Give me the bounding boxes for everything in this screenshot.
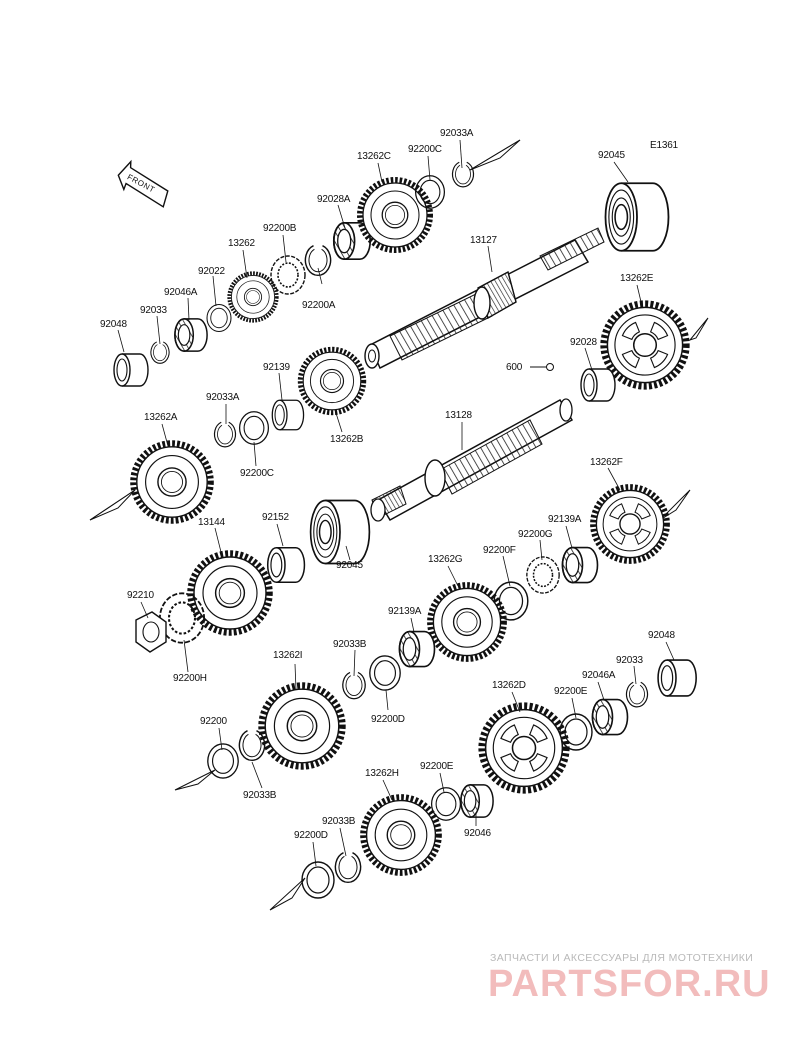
washer-92022 — [206, 303, 232, 333]
gear-13262i — [262, 686, 343, 767]
label-92048-right: 92048 — [648, 630, 675, 641]
gear-13262h — [363, 797, 439, 873]
label-92046a-top: 92046A — [164, 287, 198, 298]
sprocket-13144 — [190, 553, 269, 632]
label-92200h: 92200H — [173, 673, 207, 684]
washer-92200d-bottom — [301, 861, 335, 899]
label-92139: 92139 — [263, 362, 290, 373]
label-92200g: 92200G — [518, 529, 553, 540]
front-arrow-icon — [117, 159, 169, 208]
bushing-92139 — [271, 399, 305, 431]
label-92200f: 92200F — [483, 545, 516, 556]
circlip-92033a-top — [451, 161, 475, 188]
label-13262e: 13262E — [620, 273, 654, 284]
watermark-tagline: ЗАПЧАСТИ И АКСЕССУАРЫ ДЛЯ МОТОТЕХНИКИ — [490, 952, 754, 964]
label-13262a: 13262A — [144, 412, 178, 423]
needle-bearing-92139a-right — [561, 546, 599, 584]
circlip-92033b-low — [238, 729, 266, 762]
nut-92210 — [135, 611, 167, 653]
label-92200d-mid: 92200D — [371, 714, 405, 725]
circlip-92033b-mid — [342, 671, 366, 700]
circlip-92200a — [304, 244, 332, 277]
label-92028: 92028 — [570, 337, 597, 348]
needle-bearing-92046 — [460, 784, 494, 818]
needle-bearing-92139a-mid — [398, 630, 436, 668]
label-92028a: 92028A — [317, 194, 351, 205]
circlip-92033a-mid — [213, 421, 237, 448]
label-92045-top: 92045 — [598, 150, 625, 161]
label-92210: 92210 — [127, 590, 154, 601]
label-13127: 13127 — [470, 235, 497, 246]
spline-washer-92200g — [526, 556, 560, 594]
diagram-code: E1361 — [650, 140, 678, 151]
label-13128: 13128 — [445, 410, 472, 421]
label-92200: 92200 — [200, 716, 227, 727]
washer-92200c-top — [414, 175, 446, 209]
label-13144: 13144 — [198, 517, 225, 528]
label-92200e-mid: 92200E — [554, 686, 588, 697]
label-92045-mid: 92045 — [336, 560, 363, 571]
label-92200c-mid: 92200C — [240, 468, 274, 479]
label-92200c-top: 92200C — [408, 144, 442, 155]
bushing-92028 — [580, 368, 616, 402]
drive-shaft-13128 — [370, 398, 574, 522]
label-13262c: 13262C — [357, 151, 391, 162]
axis-pointer-lines — [89, 139, 709, 911]
washer-92200d-mid — [369, 655, 401, 691]
label-13262i: 13262I — [273, 650, 303, 661]
circlip-92033b-bottom — [334, 851, 362, 884]
gear-13262 — [227, 271, 279, 323]
output-shaft-13127 — [364, 227, 605, 370]
label-92022: 92022 — [198, 266, 225, 277]
gear-13262e — [604, 304, 687, 387]
ball-bearing-92045-mid — [309, 499, 371, 565]
bushing-92048-right — [657, 659, 697, 697]
label-13262h: 13262H — [365, 768, 399, 779]
label-13262d: 13262D — [492, 680, 526, 691]
label-92033a-mid: 92033A — [206, 392, 240, 403]
gear-13262g — [430, 585, 504, 659]
label-92033b-low: 92033B — [243, 790, 277, 801]
label-92152: 92152 — [262, 512, 289, 523]
label-92139a-mid: 92139A — [388, 606, 422, 617]
gear-13262f — [593, 487, 667, 561]
ball-bearing-92045-top — [604, 182, 670, 252]
label-92033-right: 92033 — [616, 655, 643, 666]
bushing-92152 — [266, 546, 306, 584]
label-13262f: 13262F — [590, 457, 623, 468]
spline-washer-92200b — [270, 255, 306, 295]
label-13262: 13262 — [228, 238, 255, 249]
label-92048-top: 92048 — [100, 319, 127, 330]
watermark-logo: PARTSFOR.RU — [488, 963, 771, 1005]
label-92033-top: 92033 — [140, 305, 167, 316]
label-92200d-bottom: 92200D — [294, 830, 328, 841]
washer-92200 — [207, 743, 239, 779]
washer-92200c-mid — [238, 411, 270, 445]
label-13262b: 13262B — [330, 434, 364, 445]
gear-13262c — [360, 180, 430, 250]
label-92139a-right: 92139A — [548, 514, 582, 525]
label-92033b-mid: 92033B — [333, 639, 367, 650]
gear-13262d — [482, 706, 566, 790]
leader-lines — [117, 139, 675, 867]
label-92200e-low: 92200E — [420, 761, 454, 772]
needle-bearing-92046a-right — [591, 698, 629, 736]
label-92033b-bottom: 92033B — [322, 816, 356, 827]
label-92046: 92046 — [464, 828, 491, 839]
ref-600-indicator — [530, 363, 554, 371]
needle-bearing-92046a-top — [174, 318, 208, 352]
circlip-92033-right — [625, 681, 649, 708]
gear-13262a — [133, 443, 210, 520]
label-13262g: 13262G — [428, 554, 463, 565]
circlip-92033-top — [150, 341, 170, 364]
ref-600-label: 600 — [506, 362, 523, 373]
label-92200a: 92200A — [302, 300, 336, 311]
label-92033a-top: 92033A — [440, 128, 474, 139]
bushing-92048-top — [113, 353, 149, 387]
label-92200b: 92200B — [263, 223, 297, 234]
gear-13262b — [300, 349, 363, 412]
label-92046a-right: 92046A — [582, 670, 616, 681]
